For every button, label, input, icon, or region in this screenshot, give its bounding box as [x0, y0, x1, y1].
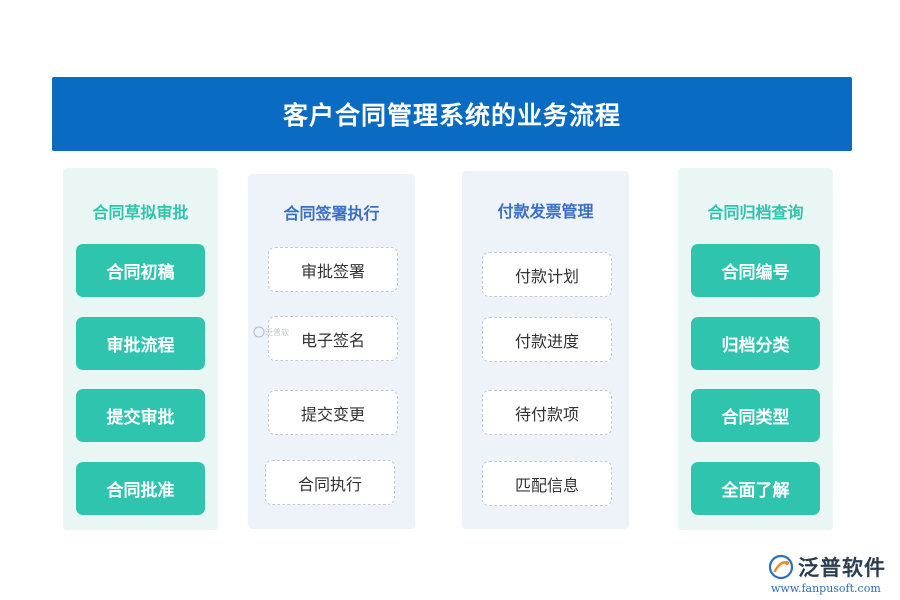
step-box: 归档分类: [691, 317, 820, 370]
fanpu-logo-icon: [768, 554, 794, 580]
step-box: 审批签署: [268, 247, 398, 292]
step-box: 合同类型: [691, 389, 820, 442]
step-box: 提交审批: [76, 389, 205, 442]
step-box: 合同执行: [265, 460, 395, 505]
brand-url: www.fanpusoft.com: [771, 582, 881, 595]
column-title: 付款发票管理: [497, 202, 594, 221]
title-banner: 客户合同管理系统的业务流程: [52, 77, 852, 151]
step-box: 付款进度: [482, 317, 612, 362]
step-box: 全面了解: [691, 462, 820, 515]
brand-logo: 泛普软件: [768, 552, 886, 582]
step-box: 审批流程: [76, 317, 205, 370]
column-title: 合同草拟审批: [92, 203, 189, 222]
step-box: 提交变更: [268, 390, 398, 435]
column-contract-signing: 合同签署执行 审批签署 电子签名 提交变更 合同执行: [248, 174, 415, 529]
column-title: 合同签署执行: [283, 204, 380, 223]
step-box: 待付款项: [482, 390, 612, 435]
step-box: 匹配信息: [482, 461, 612, 506]
column-payment-invoice: 付款发票管理 付款计划 付款进度 待付款项 匹配信息: [462, 171, 629, 529]
column-title: 合同归档查询: [707, 203, 804, 222]
watermark: 泛普软: [253, 326, 289, 338]
column-contract-archive: 合同归档查询 合同编号 归档分类 合同类型 全面了解: [678, 168, 833, 530]
page-title: 客户合同管理系统的业务流程: [282, 101, 621, 130]
column-contract-drafting: 合同草拟审批 合同初稿 审批流程 提交审批 合同批准: [63, 168, 218, 530]
step-box: 付款计划: [482, 252, 612, 297]
brand-name: 泛普软件: [798, 556, 886, 580]
watermark-text: 泛普软: [265, 327, 289, 337]
step-box: 合同批准: [76, 462, 205, 515]
step-box: 合同初稿: [76, 244, 205, 297]
watermark-logo-icon: [253, 326, 265, 338]
step-box: 合同编号: [691, 244, 820, 297]
step-box: 电子签名: [268, 316, 398, 361]
